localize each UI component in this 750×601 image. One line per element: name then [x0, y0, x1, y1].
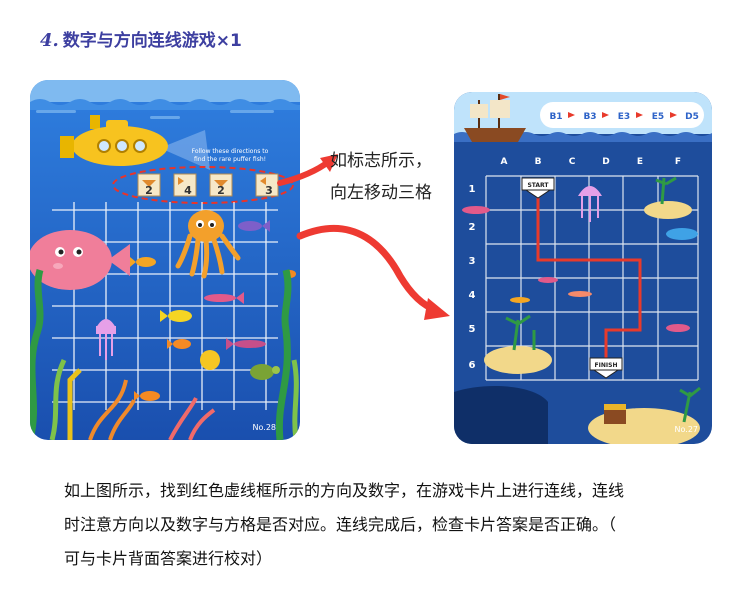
- seq-b3: B3: [583, 112, 596, 122]
- row-1: 1: [469, 184, 476, 195]
- seq-e5: E5: [652, 112, 664, 122]
- whale-icon: [454, 386, 548, 444]
- arrow-to-right-card: [296, 224, 440, 314]
- arrowhead-icon: [424, 298, 450, 320]
- arrow-right-icon: [636, 112, 643, 118]
- col-b: B: [535, 157, 542, 167]
- svg-text:FINISH: FINISH: [595, 362, 618, 369]
- turtle-icon: [250, 364, 280, 380]
- left-card-number: No.28: [253, 423, 276, 432]
- section-number: 4.: [40, 30, 59, 51]
- row-4: 4: [469, 290, 476, 301]
- callout-line-2: 向左移动三格: [330, 183, 432, 203]
- small-fish-icon: [130, 220, 296, 401]
- right-card-illustration: B1 B3 E3 E5 D5 A B C D E F 1 2 3 4 5: [454, 92, 712, 444]
- step-left-3: 3: [255, 173, 279, 197]
- seq-e3: E3: [618, 112, 630, 122]
- svg-text:START: START: [527, 182, 549, 189]
- right-game-card: B1 B3 E3 E5 D5 A B C D E F 1 2 3 4 5: [454, 92, 712, 444]
- svg-text:2: 2: [217, 184, 225, 197]
- pink-fish-icon: [30, 230, 130, 290]
- col-c: C: [569, 157, 576, 167]
- right-card-number: No.27: [675, 425, 698, 434]
- seq-d5: D5: [685, 112, 699, 122]
- jellyfish-icon: [96, 319, 116, 360]
- step-down-2b: 2: [209, 173, 233, 197]
- row-6: 6: [469, 360, 476, 371]
- arrow-down-icon: [214, 180, 228, 187]
- instruction-line-1: 如上图所示，找到红色虚线框所示的方向及数字，在游戏卡片上进行连线，连线: [64, 481, 625, 500]
- submarine-icon: [60, 115, 210, 170]
- sequence-arrows: [568, 112, 677, 118]
- puffer-fish-icon: [200, 350, 220, 370]
- col-f: F: [675, 157, 681, 167]
- hint-line-1: Follow these directions to: [192, 148, 269, 155]
- seaweed-decor: [30, 268, 299, 440]
- solution-path: [536, 196, 642, 362]
- seq-b1: B1: [549, 112, 562, 122]
- octopus-icon: [175, 210, 241, 279]
- section-heading: 4.数字与方向连线游戏×1: [40, 26, 242, 51]
- left-card-illustration: Follow these directions to find the rare…: [30, 80, 300, 440]
- small-fish-icon: [462, 206, 698, 332]
- col-e: E: [637, 157, 643, 167]
- svg-text:4: 4: [184, 184, 192, 197]
- arrow-down-icon: [142, 180, 156, 187]
- sequence-bubble: [540, 102, 704, 128]
- col-a: A: [501, 157, 508, 167]
- svg-text:3: 3: [265, 184, 273, 197]
- instruction-line-2: 时注意方向以及数字与方格是否对应。连线完成后，检查卡片答案是否正确。（: [64, 515, 617, 534]
- row-2: 2: [469, 222, 476, 233]
- step-down-2: 2: [137, 173, 161, 197]
- start-marker: START: [521, 177, 555, 199]
- col-d: D: [602, 157, 609, 167]
- step-right-4: 4: [173, 173, 197, 197]
- hint-line-2: find the rare puffer fish!: [194, 156, 266, 163]
- section-title: 数字与方向连线游戏×1: [62, 31, 242, 51]
- callout-line-1: 如标志所示，: [330, 151, 432, 171]
- arrow-right-icon: [602, 112, 609, 118]
- arrow-right-icon: [178, 177, 184, 185]
- left-game-card: Follow these directions to find the rare…: [30, 80, 300, 440]
- jellyfish-icon: [578, 186, 602, 222]
- island-decor: [484, 176, 701, 444]
- instruction-line-3: 可与卡片背面答案进行校对）: [64, 549, 273, 568]
- svg-text:2: 2: [145, 184, 153, 197]
- arrow-right-icon: [670, 112, 677, 118]
- row-5: 5: [469, 324, 476, 335]
- finish-marker: FINISH: [589, 357, 623, 379]
- arrow-left-icon: [260, 177, 266, 185]
- arrow-right-icon: [568, 112, 575, 118]
- row-3: 3: [469, 256, 476, 267]
- instruction-paragraph: 如上图所示，找到红色虚线框所示的方向及数字，在游戏卡片上进行连线，连线 时注意方…: [64, 474, 704, 576]
- pirate-ship-icon: [464, 94, 526, 142]
